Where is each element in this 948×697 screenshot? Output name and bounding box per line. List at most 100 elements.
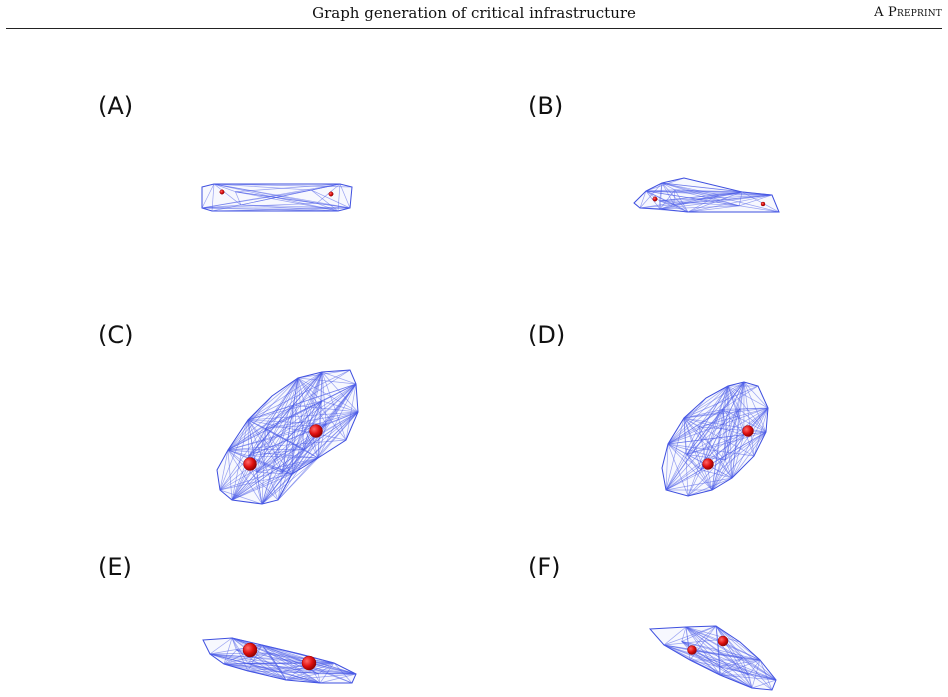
mesh-edge [741, 658, 753, 689]
mesh-edge [265, 377, 299, 429]
mesh-edge [201, 207, 339, 212]
mesh-edge [223, 663, 287, 681]
panel-c-node-2 [243, 457, 257, 471]
mesh-edge [209, 653, 319, 675]
mesh-edge [711, 459, 726, 491]
panel-f-node-2 [687, 645, 697, 655]
mesh-edge [261, 644, 309, 664]
mesh-edge [236, 649, 287, 681]
mesh-edge [231, 371, 323, 501]
mesh-edge [659, 182, 663, 201]
mesh-edge [231, 383, 357, 501]
mesh-edge [248, 383, 357, 457]
mesh-edge [316, 202, 351, 209]
mesh-edge [265, 428, 283, 473]
mesh-edge [247, 371, 323, 421]
mesh-edge [277, 457, 319, 501]
mesh-edge [711, 409, 724, 491]
mesh-edge [261, 405, 294, 505]
panel-f-node-1 [717, 635, 729, 647]
mesh-edge [231, 472, 258, 501]
mesh-edge [724, 381, 745, 461]
mesh-edge [686, 407, 769, 455]
mesh-edge [231, 472, 283, 501]
mesh-edge [665, 477, 733, 491]
mesh-edge [722, 381, 745, 410]
mesh-edge [261, 377, 299, 505]
mesh-edge [715, 625, 761, 661]
mesh-edge [665, 407, 769, 491]
mesh-edge [247, 404, 294, 421]
mesh-edge [265, 428, 305, 450]
mesh-edge [316, 202, 339, 212]
mesh-edge [231, 405, 294, 501]
mesh-edge [247, 419, 249, 456]
mesh-edge [681, 641, 777, 681]
mesh-edge [219, 377, 299, 491]
mesh-edge [317, 423, 327, 459]
mesh-edge [319, 673, 357, 684]
mesh-edge [247, 662, 287, 681]
mesh-edge [683, 409, 724, 419]
mesh-edge [247, 411, 359, 421]
mesh-edge [687, 205, 740, 213]
mesh-edge [667, 443, 687, 455]
mesh-edge [268, 652, 319, 675]
mesh-edge [219, 489, 263, 505]
mesh-edge [282, 671, 357, 675]
mesh-edge [316, 183, 341, 204]
mesh-edge [717, 639, 777, 681]
panel-d-mesh [661, 381, 769, 497]
mesh-edge [722, 409, 745, 435]
mesh-edge [291, 371, 323, 475]
mesh-edge [231, 448, 305, 501]
mesh-edge [297, 377, 357, 385]
mesh-edge [321, 371, 347, 441]
mesh-edge [663, 644, 753, 689]
mesh-edge [663, 625, 717, 646]
mesh-edge [698, 407, 769, 428]
mesh-edge [663, 644, 690, 651]
mesh-edge [727, 385, 769, 409]
mesh-edge [213, 183, 317, 204]
mesh-edge [683, 417, 713, 491]
mesh-edge [700, 469, 713, 491]
mesh-edge [719, 658, 743, 676]
mesh-edge [683, 417, 744, 436]
panel-d-node-2 [702, 458, 714, 470]
mesh-edge [321, 371, 327, 425]
mesh-edge [753, 407, 769, 457]
mesh-edge [304, 448, 319, 459]
mesh-edge [209, 653, 357, 675]
panel-a-node-1 [219, 189, 225, 195]
mesh-edge [686, 431, 767, 455]
mesh-edge [665, 417, 685, 491]
mesh-edge [297, 377, 305, 450]
mesh-edge [639, 190, 647, 209]
mesh-edge [722, 409, 726, 461]
mesh-edge [659, 200, 740, 207]
panel-f-mesh [648, 625, 777, 691]
mesh-edge [236, 649, 357, 675]
mesh-edge [209, 653, 309, 664]
mesh-edge [256, 371, 323, 473]
mesh-edge [720, 666, 777, 681]
mesh-edge [659, 203, 674, 210]
panel-e-label: (E) [98, 553, 132, 581]
mesh-edge [700, 381, 745, 471]
mesh-edge [213, 183, 312, 191]
mesh-edge [219, 449, 229, 491]
mesh-edge [265, 411, 359, 429]
mesh-edge [261, 472, 283, 505]
mesh-edge [686, 434, 745, 455]
mesh-edge [659, 205, 740, 210]
panel-d-label: (D) [528, 321, 566, 349]
mesh-edge [659, 194, 719, 202]
mesh-edge [201, 189, 312, 209]
mesh-edge [209, 652, 269, 655]
mesh-edge [639, 182, 663, 209]
mesh-edge [261, 449, 305, 505]
mesh-edge [345, 383, 357, 441]
mesh-edge [661, 182, 773, 196]
